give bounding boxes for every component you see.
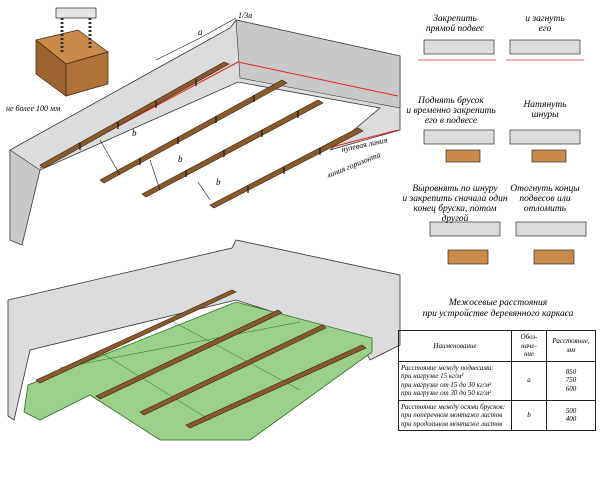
green-board xyxy=(23,301,373,441)
battens xyxy=(39,61,364,209)
row-values: 500 400 xyxy=(546,399,596,431)
batten-2 xyxy=(99,79,288,184)
hanger-marks xyxy=(79,79,321,193)
row-symbol: a xyxy=(511,360,547,401)
top-right-wall xyxy=(235,19,401,109)
label-b-2: b xyxy=(178,154,183,164)
step-illustrations xyxy=(418,39,587,265)
top-left-wall xyxy=(9,149,41,246)
label-horizon-line: линия горизонта xyxy=(324,150,381,180)
table-row: Расстояние между осями брусков: при попе… xyxy=(398,399,596,431)
row-symbol: b xyxy=(511,399,547,431)
step-caption-4: Натянуть шнуры xyxy=(523,100,567,120)
dimension-lines xyxy=(99,17,237,201)
row-name: Расстояние между подвесами: при нагрузке… xyxy=(398,360,512,401)
horizon-line-right xyxy=(237,61,399,97)
board-seams xyxy=(59,319,301,421)
label-max: не более 100 мм xyxy=(6,104,60,113)
batten-1 xyxy=(39,61,230,169)
header-distance: Расстояние, мм xyxy=(546,330,596,362)
label-a-frac: 1/3a xyxy=(238,11,252,20)
bottom-battens xyxy=(35,289,367,429)
wood-block-inset xyxy=(35,7,109,97)
row-name: Расстояние между осями брусков: при попе… xyxy=(398,399,512,431)
spacing-table: Наименование Обоз- наче- ние Расстояние,… xyxy=(398,330,596,431)
header-name: Наименование xyxy=(398,330,512,362)
table-header-row: Наименование Обоз- наче- ние Расстояние,… xyxy=(398,330,596,362)
batten-3 xyxy=(141,99,324,198)
header-symbol: Обоз- наче- ние xyxy=(511,330,547,362)
label-b-1: b xyxy=(132,128,137,138)
row-values: 850 750 600 xyxy=(546,360,596,401)
table-title: Межосевые расстояния при устройстве дере… xyxy=(422,298,574,319)
table-row: Расстояние между подвесами: при нагрузке… xyxy=(398,360,596,401)
step-caption-6: Отогнуть концы подвесов или отломить xyxy=(510,184,580,214)
step-caption-2: и загнуть его xyxy=(525,14,565,34)
label-a: a xyxy=(198,27,203,37)
label-b-3: b xyxy=(216,177,221,187)
step-caption-1: Закрепить прямой подвес xyxy=(425,14,485,34)
step-caption-5: Выровнять по шнуру и закрепить сначала о… xyxy=(402,184,508,224)
step-caption-3: Поднять брусок и временно закрепить его … xyxy=(406,96,496,126)
